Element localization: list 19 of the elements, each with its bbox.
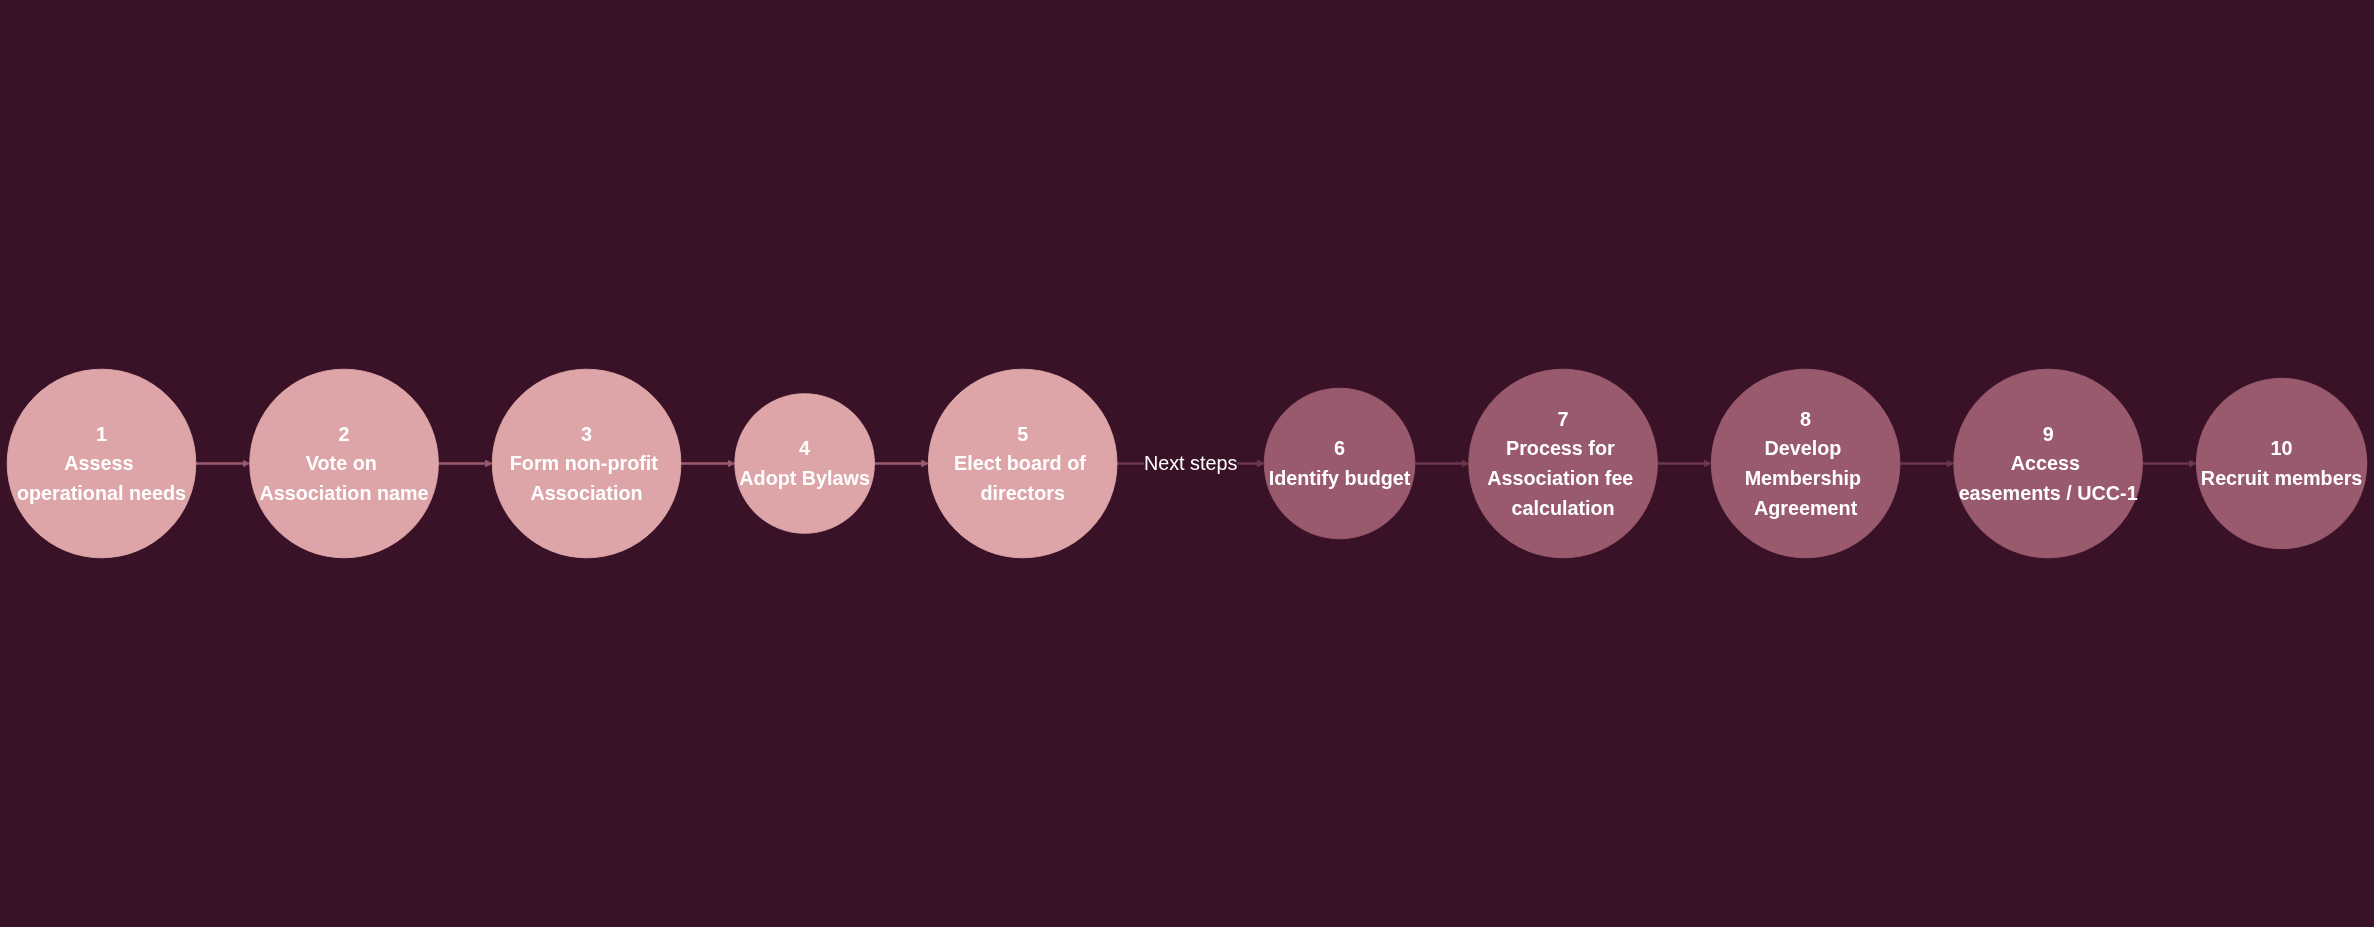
arrow: [1657, 459, 1712, 468]
node-circle: 9 Access easements / UCC-1: [1953, 368, 2143, 559]
arrow: [1414, 459, 1470, 468]
arrow: [195, 459, 251, 468]
node-circle: 6 Identify budget: [1263, 387, 1416, 540]
node-circle: 1 Assess operational needs: [6, 368, 197, 559]
node-circle: 7 Process for Association fee calculation: [1468, 368, 1658, 559]
node-circle: 3 Form non-profit Association: [491, 368, 682, 559]
node-circle: 8 Develop Membership Agreement: [1710, 368, 1901, 559]
arrow: [438, 459, 493, 468]
arrow: [680, 459, 736, 468]
arrow: [1899, 459, 1955, 468]
edge-label: Next steps: [1143, 452, 1238, 475]
arrow: [2142, 459, 2197, 468]
arrow: [874, 459, 929, 468]
node-circle: 2 Vote on Association name: [249, 368, 439, 559]
node-circle: 4 Adopt Bylaws: [734, 393, 875, 534]
node-circle: 5 Elect board of directors: [927, 368, 1118, 559]
node-circle: 10 Recruit members: [2195, 377, 2368, 550]
